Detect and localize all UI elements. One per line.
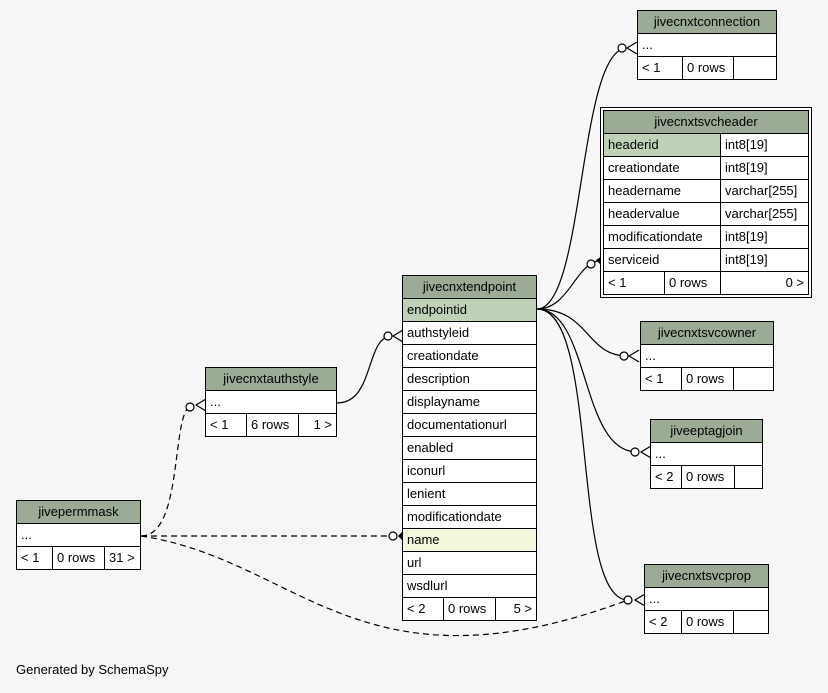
column-placeholder: ... [655, 446, 666, 461]
table-footer: < 1 6 rows 1 > [206, 414, 336, 436]
children-count: 5 > [495, 598, 536, 620]
row-count: 0 rows [664, 272, 720, 294]
column-name: headername [608, 183, 681, 198]
column-type: int8[19] [720, 134, 808, 156]
table-title: jiveeptagjoin [651, 420, 762, 443]
children-count [733, 368, 773, 390]
table-title: jivepermmask [17, 501, 140, 524]
column-placeholder: ... [642, 37, 653, 52]
table-title: jivecnxtsvcowner [641, 322, 773, 345]
table-jivecnxtauthstyle[interactable]: jivecnxtauthstyle ... < 1 6 rows 1 > [205, 367, 337, 437]
column-name: displayname [407, 394, 480, 409]
row-count: 0 rows [681, 611, 733, 633]
table-jivecnxtsvcprop[interactable]: jivecnxtsvcprop ... < 2 0 rows [644, 564, 769, 634]
generated-by-label: Generated by SchemaSpy [16, 662, 169, 677]
column-type: int8[19] [720, 157, 808, 179]
column-type: varchar[255] [720, 203, 808, 225]
column-name: name [403, 529, 536, 551]
column-name: lenient [407, 486, 446, 501]
column-name: url [407, 555, 422, 570]
column-name: creationdate [407, 348, 479, 363]
row-count: 0 rows [681, 466, 734, 488]
children-count: 1 > [298, 414, 336, 436]
table-title: jivecnxtsvcheader [604, 111, 808, 134]
column-name: wsdlurl [407, 578, 448, 593]
column-type: int8[19] [720, 249, 808, 271]
children-count [734, 466, 762, 488]
table-jiveeptagjoin[interactable]: jiveeptagjoin ... < 2 0 rows [650, 419, 763, 489]
column-name: endpointid [403, 299, 536, 321]
table-title: jivecnxtendpoint [403, 276, 536, 299]
column-type: varchar[255] [720, 180, 808, 202]
column-name: serviceid [608, 252, 660, 267]
column-placeholder: ... [21, 527, 32, 542]
table-footer: < 2 0 rows [651, 466, 762, 488]
table-jivecnxtsvcowner[interactable]: jivecnxtsvcowner ... < 1 0 rows [640, 321, 774, 391]
column-name: authstyleid [407, 325, 470, 340]
edge-endpoint-svcprop [536, 308, 629, 601]
edge-permmask-svcprop [140, 535, 629, 637]
table-footer: < 1 0 rows 31 > [17, 547, 140, 569]
table-footer: < 1 0 rows 0 > [604, 272, 808, 294]
row-count: 0 rows [681, 368, 733, 390]
row-count: 0 rows [682, 57, 733, 79]
column-name: description [407, 371, 470, 386]
column-name: modificationdate [608, 229, 703, 244]
parents-count: < 2 [407, 601, 426, 616]
children-count: 31 > [104, 547, 140, 569]
edge-endpoint-connection [536, 47, 628, 310]
parents-count: < 1 [210, 417, 229, 432]
row-count: 0 rows [52, 547, 104, 569]
children-count: 0 > [720, 272, 808, 294]
row-count: 6 rows [246, 414, 298, 436]
column-type: int8[19] [720, 226, 808, 248]
table-footer: < 2 0 rows [645, 611, 768, 633]
parents-count: < 1 [645, 371, 664, 386]
table-jivepermmask[interactable]: jivepermmask ... < 1 0 rows 31 > [16, 500, 141, 570]
table-title: jivecnxtsvcprop [645, 565, 768, 588]
edge-endpoint-eptagjoin [536, 308, 638, 453]
column-name: creationdate [608, 160, 680, 175]
column-placeholder: ... [210, 394, 221, 409]
table-footer: < 1 0 rows [638, 57, 776, 79]
parents-count: < 1 [21, 550, 40, 565]
parents-count: < 1 [642, 60, 661, 75]
table-jivecnxtendpoint[interactable]: jivecnxtendpoint endpointid authstyleid … [402, 275, 537, 621]
table-footer: < 2 0 rows 5 > [403, 598, 536, 620]
children-count [733, 611, 768, 633]
table-footer: < 1 0 rows [641, 368, 773, 390]
parents-count: < 1 [608, 275, 627, 290]
edge-endpoint-svcowner [536, 308, 629, 357]
edge-authstyle-endpoint [336, 335, 393, 404]
column-placeholder: ... [649, 591, 660, 606]
row-count: 0 rows [443, 598, 495, 620]
table-title: jivecnxtconnection [638, 11, 776, 34]
column-name: headerid [604, 134, 720, 156]
children-count [733, 57, 776, 79]
column-placeholder: ... [645, 348, 656, 363]
table-title: jivecnxtauthstyle [206, 368, 336, 391]
edge-permmask-authstyle [140, 404, 194, 537]
column-name: documentationurl [407, 417, 507, 432]
column-name: headervalue [608, 206, 680, 221]
table-jivecnxtconnection[interactable]: jivecnxtconnection ... < 1 0 rows [637, 10, 777, 80]
parents-count: < 2 [649, 614, 668, 629]
column-name: enabled [407, 440, 454, 455]
column-name: modificationdate [407, 509, 502, 524]
parents-count: < 2 [655, 469, 674, 484]
column-name: iconurl [407, 463, 446, 478]
